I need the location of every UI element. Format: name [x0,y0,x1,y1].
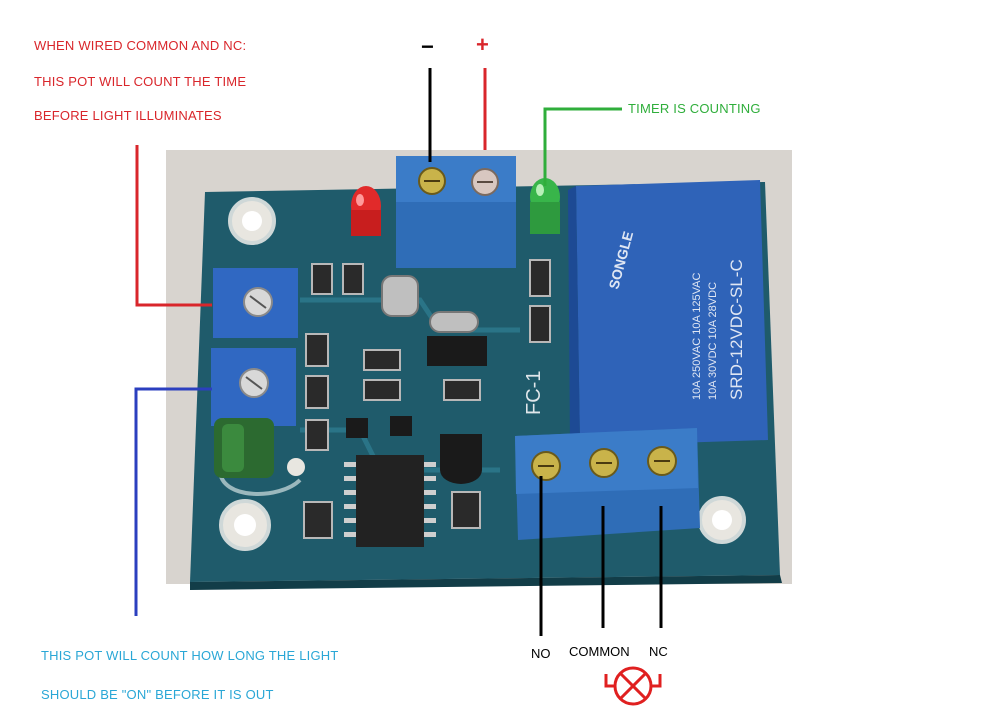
top-left-note-line3: BEFORE LIGHT ILLUMINATES [34,108,222,123]
top-left-note-line2: THIS POT WILL COUNT THE TIME [34,74,247,89]
relay [576,180,768,446]
top-left-note-line1: WHEN WIRED COMMON AND NC: [34,38,247,53]
mount-hole [712,510,732,530]
pcb-trace [218,469,302,496]
sot-transistor [346,418,368,438]
to92-transistor [440,434,482,484]
smd-ic [427,336,487,366]
relay-rating-1: 10A 250VAC 10A 125VAC [691,273,703,400]
red-led-base [351,210,381,236]
light-bulb-icon [604,666,662,706]
crystal [381,275,419,317]
ic-chip [356,455,424,547]
minus-sign: − [421,34,434,59]
ic-pins [344,462,436,537]
terminal-label-nc: NC [649,644,668,659]
crystal-2 [429,311,479,333]
red-led-highlight [356,194,364,206]
top-pot-pointer-line [135,145,212,307]
bottom-note-line2: SHOULD BE "ON" BEFORE IT IS OUT [41,687,274,702]
timer-pointer-line [543,107,622,186]
bottom-note-line1: THIS POT WILL COUNT HOW LONG THE LIGHT [41,648,339,663]
trimmer-slot [245,376,263,390]
relay-model: SRD-12VDC-SL-C [727,259,746,400]
plus-sign: + [476,32,489,57]
relay-side [568,186,580,448]
mount-hole [242,211,262,231]
pcb-trace [300,297,520,333]
pcb-edge [190,575,782,590]
green-capacitor-shade [222,424,244,472]
timer-note: TIMER IS COUNTING [628,101,761,116]
mount-hole [234,514,256,536]
smd-components [303,259,551,539]
terminal-label-no: NO [531,646,551,661]
relay-rating-2: 10A 30VDC 10A 28VDC [707,282,719,400]
trimmer-slot [249,295,267,309]
green-led-base [530,202,560,234]
terminal-label-common: COMMON [569,644,630,659]
pcb-label: FC-1 [523,371,545,415]
bottom-pot-pointer-line [134,387,212,616]
green-led-highlight [536,184,544,196]
via-hole [287,458,305,476]
sot-transistor [390,416,412,436]
